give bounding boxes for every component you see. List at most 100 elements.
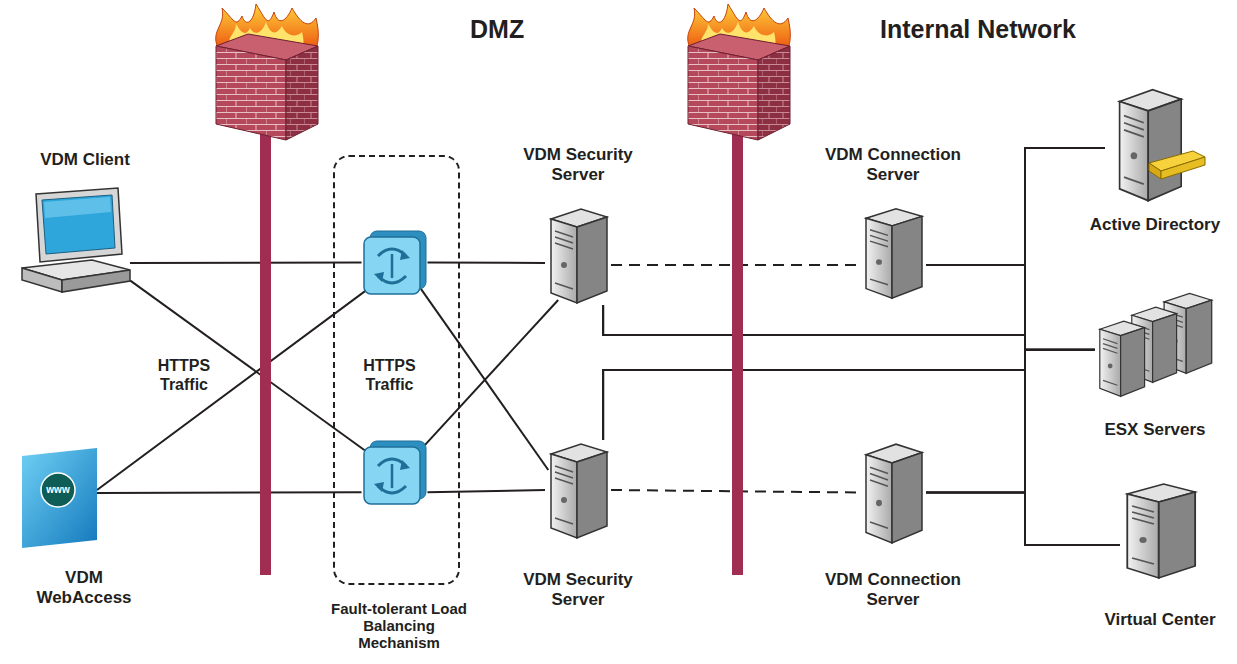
icon-part [1131,152,1138,159]
icon-part [1121,328,1145,397]
icon-part [44,197,111,218]
connector-line [421,300,558,449]
icon-part [1103,339,1117,353]
firewall-pole [260,128,271,575]
connector-line [97,491,362,494]
security-server: VDM Security Server [503,440,653,610]
connector-line [97,289,368,490]
computer-icon [22,188,130,293]
icon-part [36,188,122,262]
firewall-icon [688,4,791,140]
webaccess-icon [22,448,97,548]
connector-line [926,493,1120,546]
icon-part [1108,364,1113,369]
icon-part [1100,321,1145,396]
server-icon [860,205,926,300]
connector-line [926,265,1120,545]
directory-server: Active Directory [1075,85,1235,235]
zone-title: Internal Network [880,14,1140,44]
icon-part [1100,329,1121,396]
directory-server-icon [1105,85,1205,205]
load-balancer-icon [362,230,428,296]
node-label: ESX Servers [1085,420,1225,440]
icon-part [870,467,888,486]
icon-part [892,216,922,298]
icon-part [555,518,573,524]
icon-part [1103,380,1117,385]
connector-line [926,148,1105,265]
node-label: VDM WebAccess [25,568,143,608]
server-icon [1120,480,1200,580]
icon-part [374,250,410,282]
connector-line [603,148,1105,335]
icon-part [870,279,888,285]
icon-part [577,452,607,538]
icon-part [1132,506,1154,524]
connector-line [926,265,1095,350]
icon-part [22,448,97,548]
icon-part [364,237,420,294]
firewall-icon [216,4,319,140]
icon-part [866,218,892,298]
icon-part [551,454,577,538]
icon-part [1124,116,1144,137]
connector-line [603,148,1105,440]
icon-part [555,283,573,289]
icon-part [870,230,888,247]
icon-part [1149,163,1161,179]
node-label: VDM Security Server [503,145,653,185]
connector-line [603,305,1095,350]
icon-part [22,268,62,292]
node-label: Active Directory [1075,215,1235,235]
icon-part [1161,157,1205,179]
connection-server: VDM Connection Server [813,440,973,610]
client-node: VDM Client [22,150,140,293]
node-label: VDM Client [30,150,140,170]
icon-part [892,453,922,543]
traffic-label: HTTPS Traffic [147,355,221,395]
node-label: VDM Connection Server [813,145,973,185]
icon-part [555,231,573,249]
icon-part [62,270,130,292]
icon-part [561,497,567,503]
icon-part [1186,300,1212,373]
connector-line [428,262,546,265]
icon-part [555,466,573,484]
connector-line [603,370,1120,545]
traffic-label: HTTPS Traffic [351,355,428,395]
connector-line [130,262,362,265]
connector-line [926,148,1105,493]
icon-part [866,455,892,543]
node-label: VDM Security Server [503,570,653,610]
connector-line [603,305,1120,545]
icon-part [1132,558,1154,564]
server-icon [545,205,611,305]
management-server: Virtual Center [1090,480,1230,630]
node-label: Fault-tolerant Load Balancing Mechanism [324,600,474,651]
connection-server: VDM Connection Server [813,145,973,300]
icon-part [1139,537,1146,543]
icon-part [1124,177,1144,184]
connector-line [603,350,1095,440]
icon-part [390,254,393,278]
globe-text: www [41,484,75,496]
icon-part [551,219,577,303]
icon-part [1127,494,1159,578]
webaccess-node: VDM WebAccess [22,448,143,608]
icon-part [364,447,420,504]
icon-part [390,464,393,488]
icon-part [561,262,567,268]
security-server: VDM Security Server [503,145,653,305]
icon-part [42,195,115,254]
node-label: Virtual Center [1090,610,1230,630]
node-label: VDM Connection Server [813,570,973,610]
icon-part [577,217,607,303]
connector-line [926,350,1095,493]
icon-part [41,473,75,507]
icon-part [876,259,882,265]
zone-title: DMZ [470,14,580,44]
icon-part [374,460,410,492]
server-group-icon [1095,290,1215,405]
